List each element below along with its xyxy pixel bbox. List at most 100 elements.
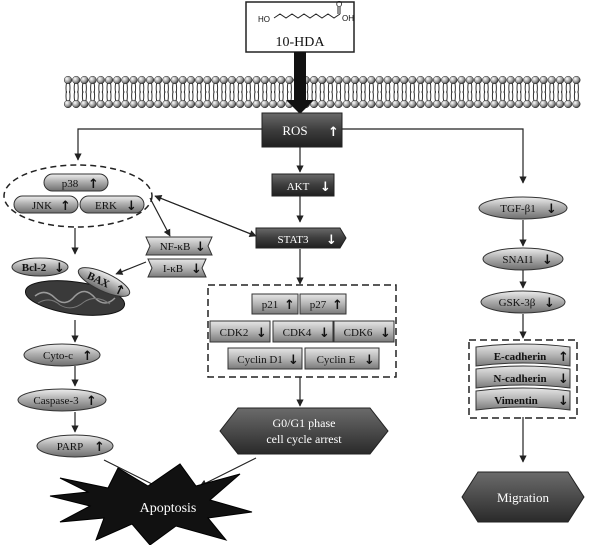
lipid-tail — [385, 90, 391, 102]
p27-arrow: ↑ — [332, 298, 343, 313]
lipid-head — [523, 75, 532, 85]
lipid-head — [211, 75, 220, 85]
lipid-head — [113, 75, 122, 85]
lipid-head — [564, 75, 573, 85]
lipid-head — [441, 75, 450, 85]
molecule-o-label: O — [336, 0, 342, 9]
lipid-head — [129, 75, 138, 85]
bcl2-label: Bcl-2 — [22, 262, 47, 274]
lipid-head — [408, 75, 417, 85]
lipid-tail — [459, 90, 465, 102]
lipid-head — [482, 99, 491, 109]
apoptosis-label: Apoptosis — [140, 501, 197, 516]
lipid-tail — [565, 90, 571, 102]
lipid-head — [195, 75, 204, 85]
nfkb-arrow: ↓ — [195, 240, 206, 255]
e-cadherin-node: E-cadherin ↑ — [475, 343, 571, 367]
lipid-head — [162, 99, 171, 109]
lipid-head — [219, 99, 228, 109]
lipid-head — [449, 99, 458, 109]
lipid-head — [145, 75, 155, 85]
ros-node: ROS ↑ — [261, 112, 343, 148]
lipid-head — [88, 99, 97, 109]
lipid-tail — [221, 90, 227, 102]
lipid-head — [268, 75, 278, 85]
lipid-head — [178, 75, 187, 85]
lipid-head — [342, 99, 351, 109]
lipid-tail — [393, 90, 399, 102]
g0g1-line2: cell cycle arrest — [266, 432, 342, 446]
lipid-head — [359, 99, 368, 109]
lipid-tail — [237, 90, 243, 102]
lipid-head — [367, 99, 376, 109]
lipid-head — [154, 99, 163, 109]
lipid-head — [96, 75, 105, 85]
lipid-head — [63, 99, 73, 109]
cytoc-node: Cyto-c ↑ — [23, 343, 101, 367]
gsk3b-arrow: ↓ — [544, 296, 555, 311]
bcl2-arrow: ↓ — [54, 261, 65, 276]
lipid-tail — [180, 90, 186, 102]
lipid-tail — [442, 90, 448, 102]
lipid-head — [63, 75, 73, 85]
tgfb1-label: TGF-β1 — [500, 203, 536, 215]
lipid-head — [506, 99, 515, 109]
cyclin-d1-node: Cyclin D1 ↓ — [227, 347, 303, 370]
bcl2-node: Bcl-2 ↓ — [11, 257, 69, 277]
lipid-head — [490, 99, 499, 109]
stat3-arrow: ↓ — [326, 233, 337, 248]
cyclin-e-arrow: ↓ — [364, 353, 375, 368]
erk-node: ERK ↓ — [79, 195, 145, 214]
lipid-head — [129, 99, 138, 109]
cell-membrane — [63, 75, 581, 109]
cell-cycle-outline — [207, 284, 397, 378]
lipid-tail — [327, 90, 333, 102]
lipid-head — [514, 75, 524, 85]
nfkb-node: NF-κB ↓ — [145, 236, 213, 256]
lipid-head — [104, 75, 114, 85]
lipid-head — [195, 99, 204, 109]
lipid-head — [416, 75, 425, 85]
ros-label: ROS — [282, 123, 307, 138]
lipid-tail — [434, 90, 440, 102]
lipid-tail — [188, 90, 194, 102]
gsk3b-node: GSK-3β ↓ — [480, 290, 566, 314]
lipid-head — [309, 75, 319, 85]
lipid-head — [88, 75, 97, 85]
lipid-head — [383, 99, 392, 109]
lipid-tail — [196, 90, 202, 102]
lipid-tail — [319, 90, 325, 102]
lipid-head — [424, 99, 433, 109]
lipid-head — [391, 99, 401, 109]
p38-arrow: ↑ — [88, 177, 99, 192]
lipid-head — [498, 75, 507, 85]
erk-arrow: ↓ — [126, 199, 137, 214]
lipid-head — [506, 75, 515, 85]
molecule-name: 10-HDA — [276, 35, 326, 50]
cyclin-e-node: Cyclin E ↓ — [304, 347, 380, 370]
entry-arrow — [286, 52, 314, 114]
cdk4-label: CDK4 — [283, 327, 312, 339]
lipid-head — [236, 99, 245, 109]
lipid-tail — [213, 90, 219, 102]
lipid-head — [72, 75, 81, 85]
molecule-ho-label: HO — [258, 15, 270, 24]
e-cadherin-arrow: ↑ — [558, 350, 569, 365]
jnk-node: JNK ↑ — [13, 195, 79, 214]
lipid-tail — [426, 90, 432, 102]
lipid-head — [285, 75, 294, 85]
lipid-head — [334, 75, 343, 85]
lipid-tail — [81, 90, 87, 102]
lipid-head — [162, 75, 171, 85]
lipid-head — [154, 75, 163, 85]
vimentin-node: Vimentin ↓ — [475, 387, 571, 411]
tgfb1-node: TGF-β1 ↓ — [478, 196, 568, 220]
lipid-tail — [245, 90, 251, 102]
lipid-head — [334, 99, 343, 109]
bax-node: BAX ↑ — [77, 267, 131, 300]
lipid-head — [227, 99, 237, 109]
lipid-head — [145, 99, 155, 109]
lipid-head — [350, 99, 360, 109]
emt-markers-outline — [468, 339, 578, 419]
